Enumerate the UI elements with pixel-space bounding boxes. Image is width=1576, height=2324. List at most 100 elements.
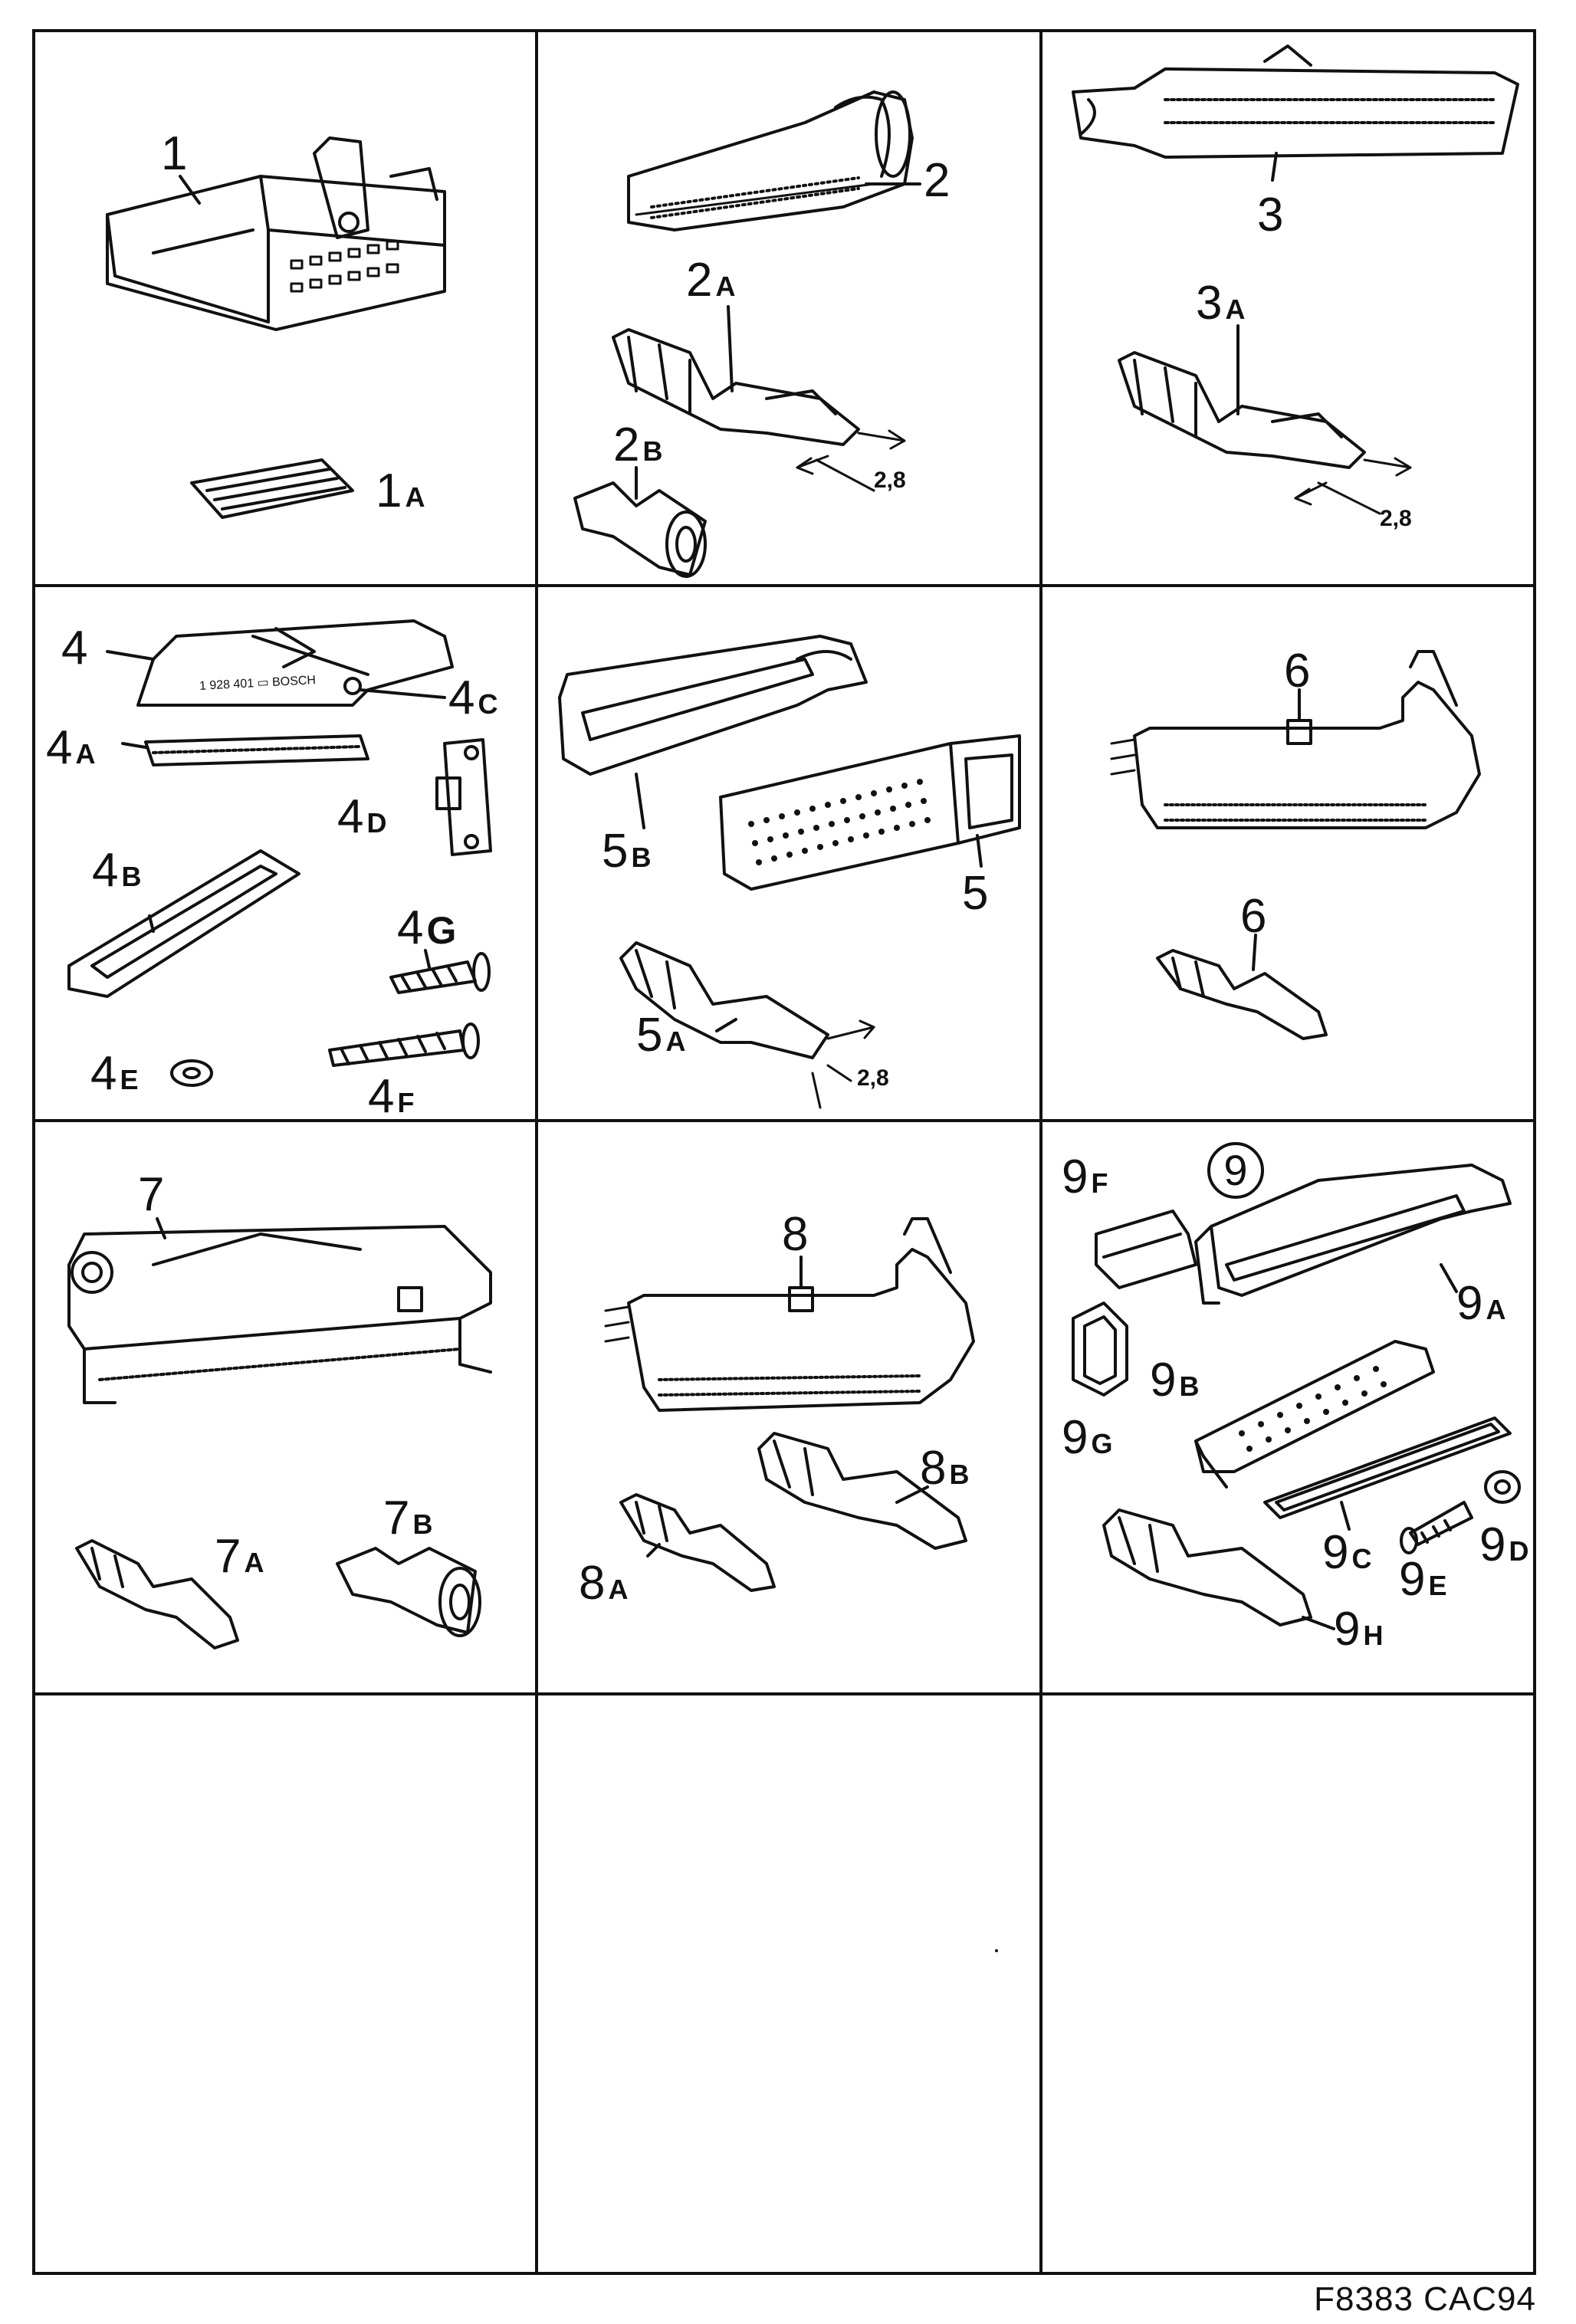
part-5b-cover [558, 635, 868, 776]
part-9h-terminal [1102, 1508, 1312, 1626]
part-9a-cover [1194, 1164, 1512, 1305]
leader-9h [1302, 1616, 1335, 1630]
part-7a-terminal [75, 1539, 239, 1649]
leader-6b [1252, 934, 1257, 971]
part-4f-screw [328, 1022, 480, 1067]
part-8-angled-connector [604, 1217, 975, 1412]
label-6: 6 [1284, 645, 1311, 698]
part-9f-clip [1095, 1210, 1197, 1289]
part-7-bracket [67, 1225, 492, 1404]
label-1: 1 [161, 127, 188, 180]
label-5: 5 [962, 867, 989, 920]
part-3a-terminal [1118, 351, 1366, 469]
leader-4 [106, 650, 155, 661]
part-1-connector-housing [106, 136, 446, 331]
label-2: 2 [924, 154, 951, 207]
grid-divider-v1 [535, 29, 538, 2275]
dimension-5-value: 2,8 [857, 1065, 889, 1091]
leader-7 [156, 1217, 166, 1239]
part-4g-screw [389, 952, 491, 994]
part-9d-washer [1484, 1470, 1521, 1504]
grid-divider-v2 [1039, 29, 1042, 2275]
dimension-2-value: 2,8 [874, 468, 906, 493]
part-2b-cap [573, 481, 707, 578]
leader-9a [1440, 1263, 1458, 1293]
part-4d-bracket [435, 738, 492, 856]
leader-9c [1340, 1501, 1351, 1531]
dimension-5-arrows [811, 1019, 875, 1109]
label-7: 7 [138, 1168, 165, 1221]
label-8: 8 [782, 1208, 809, 1261]
part-3-long-connector [1072, 44, 1519, 159]
part-9c-gasket [1263, 1416, 1512, 1519]
part-4a-gasket-strip [144, 734, 369, 766]
part-4-ecu-cover [136, 619, 454, 707]
leader-4g [424, 949, 431, 969]
part-7b-cap [336, 1547, 481, 1637]
leader-4c [359, 688, 446, 699]
label-9-circled: 9 [1207, 1142, 1264, 1199]
stray-dot [995, 1949, 998, 1952]
dimension-2-arrows [796, 429, 906, 492]
leader-3 [1271, 152, 1278, 182]
leader-1 [179, 175, 201, 205]
leader-8b [895, 1485, 929, 1504]
figure-code: F8383 CAC94 [1314, 2280, 1536, 2318]
label-3: 3 [1257, 189, 1284, 241]
part-9g-seal [1072, 1302, 1128, 1397]
part-4b-seal-frame [67, 849, 300, 998]
part-4e-washer [170, 1059, 213, 1087]
leader-5b [635, 773, 645, 829]
part-5-connector [719, 734, 1021, 891]
leader-2a [727, 305, 734, 392]
leader-4b [148, 914, 155, 933]
leader-5a [715, 1018, 737, 1032]
grid-divider-h2 [32, 1119, 1536, 1122]
part-9e-screw [1400, 1501, 1473, 1554]
part-2a-terminal [612, 328, 860, 446]
diagram-frame [32, 29, 1536, 2275]
leader-4a [121, 742, 147, 749]
part-5a-terminal [619, 941, 829, 1059]
leader-8a [646, 1543, 661, 1558]
part-9b-connector-body [1194, 1340, 1435, 1489]
part-6-terminal [1156, 949, 1328, 1040]
part-1a-comb-insert [190, 458, 354, 519]
dimension-3-value: 2,8 [1380, 506, 1412, 531]
leader-5 [976, 834, 983, 868]
part-2-multipin-connector [627, 90, 914, 231]
part-8b-terminal [757, 1432, 967, 1550]
label-6-terminal: 6 [1240, 890, 1267, 943]
grid-divider-h1 [32, 584, 1536, 587]
label-4g: 4G [397, 901, 457, 954]
grid-divider-h3 [32, 1692, 1536, 1695]
part-8a-terminal [619, 1493, 776, 1592]
label-4: 4 [61, 622, 88, 675]
dimension-3-arrows [1294, 457, 1412, 515]
